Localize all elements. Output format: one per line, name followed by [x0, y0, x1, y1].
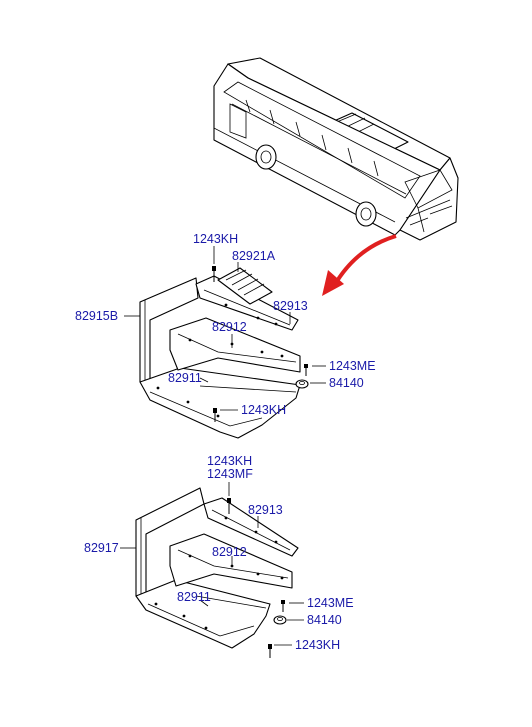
nut-icon	[273, 615, 287, 625]
label-mid-panel[interactable]: 82912	[212, 545, 247, 559]
bolt-icon	[212, 266, 216, 282]
label-screw[interactable]: 1243ME	[329, 359, 376, 373]
label-bolt-top[interactable]: 1243KH	[193, 232, 238, 246]
label-screw[interactable]: 1243ME	[307, 596, 354, 610]
top-assembly: 1243KH 82921A 82915B 82913 82912 82911 1…	[75, 232, 376, 439]
label-nut[interactable]: 84140	[329, 376, 364, 390]
label-front-panel[interactable]: 82913	[273, 299, 308, 313]
label-side-panel[interactable]: 82915B	[75, 309, 118, 323]
bolt-icon	[227, 498, 231, 514]
bus-illustration	[213, 57, 459, 241]
label-front-panel[interactable]: 82913	[248, 503, 283, 517]
label-bolt-bottom[interactable]: 1243KH	[241, 403, 286, 417]
bolt-icon	[213, 408, 217, 422]
label-pad[interactable]: 82921A	[232, 249, 276, 263]
label-bolt-top-2[interactable]: 1243MF	[207, 467, 253, 481]
location-arrow	[322, 234, 397, 296]
bolt-icon	[268, 644, 272, 658]
label-nut[interactable]: 84140	[307, 613, 342, 627]
label-bottom-panel[interactable]: 82911	[168, 371, 202, 385]
screw-icon	[304, 364, 308, 376]
screw-icon	[281, 600, 285, 612]
label-side-panel[interactable]: 82917	[84, 541, 119, 555]
label-bolt-bottom[interactable]: 1243KH	[295, 638, 340, 652]
nut-icon	[295, 379, 309, 389]
label-mid-panel[interactable]: 82912	[212, 320, 247, 334]
label-bolt-top-1[interactable]: 1243KH	[207, 454, 252, 468]
label-bottom-panel[interactable]: 82911	[177, 590, 211, 604]
bottom-assembly: 1243KH 1243MF 82917 82913 82912 82911 12…	[84, 454, 354, 658]
